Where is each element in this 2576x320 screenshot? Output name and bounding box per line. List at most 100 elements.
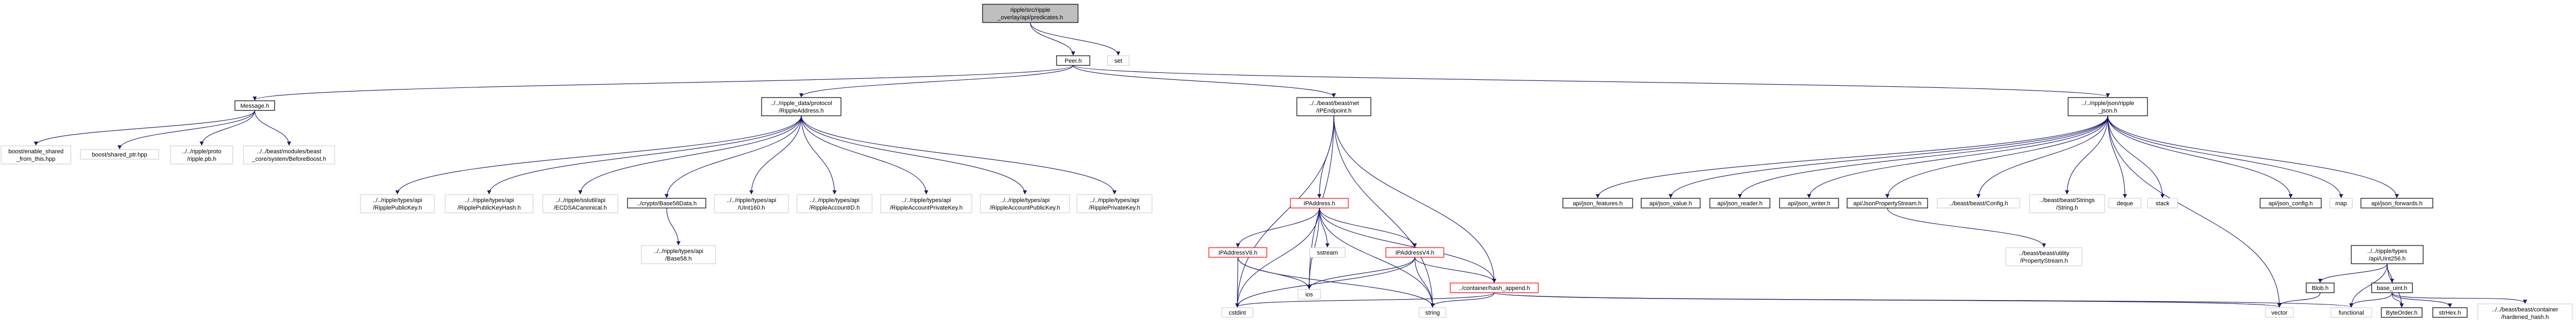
node-label: ../../ripple/types/api: [373, 197, 422, 204]
edge-hash_append-to-functional: [1494, 292, 2353, 308]
edge-ripple_address-to-uint160: [749, 115, 802, 195]
node-ripple-account-id: ../../ripple/types/api/RippleAccountID.h: [796, 194, 873, 213]
node-json-property-stream[interactable]: api/JsonPropertyStream.h: [1847, 198, 1928, 209]
node-box: [2068, 97, 2148, 116]
node-json-forwards[interactable]: api/json_forwards.h: [2360, 198, 2433, 209]
node-label: ../../ripple_data/protocol: [771, 100, 832, 107]
node-label: ../../ripple/types/api: [1090, 197, 1139, 204]
node-box: [234, 100, 275, 111]
node-box: [542, 194, 618, 213]
edge-uint256-to-blob: [2318, 263, 2388, 283]
node-ripple-address[interactable]: ../../ripple_data/protocol/RippleAddress…: [761, 97, 842, 116]
node-label: ../../ripple/types/api: [902, 197, 951, 204]
node-box: [170, 145, 233, 165]
node-ecdsa: ../../ripple/sslutil/api/ECDSACanonical.…: [542, 194, 618, 213]
node-box: [2147, 198, 2178, 209]
node-label: /RipplePublicKey.h: [373, 205, 422, 211]
node-label: map: [2335, 200, 2346, 207]
node-label: /PropertyStream.h: [2020, 258, 2068, 264]
node-label: _from_this.hpp: [16, 156, 56, 162]
node-label: ../../beast/beast/net: [1309, 100, 1359, 107]
node-peer[interactable]: Peer.h: [1056, 55, 1090, 66]
node-ripple-account-private-key: ../../ripple/types/api/RippleAccountPriv…: [880, 194, 972, 213]
edge-json-to-json_property_stream: [1885, 115, 2108, 198]
node-label: set: [1114, 58, 1123, 64]
node-ripple-account-public-key: ../../ripple/types/api/RippleAccountPubl…: [980, 194, 1070, 213]
node-strhex[interactable]: strHex.h: [2432, 307, 2468, 318]
node-box: [1107, 55, 1130, 66]
edge-ip_address-to-ip_address_v6: [1236, 207, 1320, 248]
node-ip-address-v4[interactable]: IPAddressV4.h: [1385, 247, 1444, 258]
node-ip-endpoint[interactable]: ../../beast/beast/net/IPEndpoint.h: [1296, 97, 1371, 116]
node-label: /RippleAccountPrivateKey.h: [890, 205, 963, 211]
node-box: [445, 194, 534, 213]
node-label: ripple/src/ripple: [1010, 7, 1051, 13]
node-box: [1208, 247, 1267, 258]
edge-json-to-json_features: [1596, 115, 2108, 198]
node-label: cstdint: [1229, 310, 1246, 316]
node-base58data[interactable]: ../crypto/Base58Data.h: [627, 198, 706, 209]
edge-ripple_address-to-ecdsa: [578, 115, 802, 195]
edge-uint256-to-base_uint: [2387, 263, 2394, 283]
node-box: [796, 194, 873, 213]
node-label: boost/shared_ptr.hpp: [92, 152, 147, 158]
node-box: [1450, 282, 1539, 293]
edge-json-to-stack: [2107, 115, 2165, 198]
edge-peer-to-ip_endpoint: [1073, 65, 1336, 98]
node-hardened-hash: ../../beast/beast/container/hardened_has…: [2477, 303, 2573, 320]
node-label: /String.h: [2056, 205, 2078, 211]
edge-ip_endpoint-to-hash_append: [1333, 115, 1496, 283]
node-json-reader[interactable]: api/json_reader.h: [1709, 198, 1770, 209]
node-box: [714, 194, 789, 213]
node-blob[interactable]: Blob.h: [2306, 282, 2335, 293]
node-hash-append[interactable]: ../container/hash_append.h: [1450, 282, 1539, 293]
node-label: functional: [2338, 310, 2364, 316]
node-box: [2351, 245, 2424, 264]
node-vector: vector: [2265, 307, 2294, 318]
node-label: sstream: [1317, 250, 1338, 256]
node-label: ../../ripple/types/api: [654, 248, 703, 255]
node-label: _core/system/BeforeBoost.h: [252, 156, 326, 162]
node-ripple-pb: ../../ripple/proto/ripple.pb.h: [170, 145, 233, 165]
node-ripple-public-key: ../../ripple/types/api/RipplePublicKey.h: [360, 194, 435, 213]
node-json-writer[interactable]: api/json_writer.h: [1779, 198, 1839, 209]
edge-base_uint-to-strhex: [2392, 292, 2452, 308]
edge-ip_address-to-string: [1319, 207, 1435, 308]
edge-base_uint-to-byte_order: [2392, 292, 2404, 308]
edge-hash_append-to-cstdint: [1235, 292, 1495, 308]
edge-json-to-json_value: [1669, 115, 2108, 198]
edge-json-to-beast_strings: [2065, 115, 2108, 195]
node-box: [1290, 198, 1349, 209]
node-base-uint[interactable]: base_uint.h: [2371, 282, 2413, 293]
node-ip-address[interactable]: IPAddress.h: [1290, 198, 1349, 209]
node-deque: deque: [2108, 198, 2142, 209]
node-box: [2260, 198, 2322, 209]
node-uint256[interactable]: ../../ripple/types/api/UInt256.h: [2351, 245, 2424, 264]
node-json-value[interactable]: api/json_value.h: [1641, 198, 1701, 209]
edge-ip_address_v4-to-hash_append: [1414, 257, 1496, 283]
node-json-config[interactable]: api/json_config.h: [2260, 198, 2322, 209]
node-box: [1056, 55, 1090, 66]
node-box: [880, 194, 972, 213]
node-box: [2371, 282, 2413, 293]
node-box: [1309, 247, 1346, 258]
node-label: /hardened_hash.h: [2501, 314, 2549, 320]
node-ip-address-v6[interactable]: IPAddressV6.h: [1208, 247, 1267, 258]
node-label: ../../ripple/json/ripple: [2082, 100, 2134, 107]
edge-json-to-json_reader: [1738, 115, 2108, 198]
node-json[interactable]: ../../ripple/json/ripple_json.h: [2068, 97, 2148, 116]
node-functional: functional: [2330, 307, 2372, 318]
node-message[interactable]: Message.h: [234, 100, 275, 111]
node-root[interactable]: ripple/src/ripple_overlay/api/predicates…: [982, 4, 1079, 23]
node-label: base_uint.h: [2377, 285, 2408, 292]
node-property-stream: ../beast/beast/utility/PropertyStream.h: [2005, 247, 2083, 266]
node-label: vector: [2271, 310, 2287, 316]
node-label: ../../beast/beast/container: [2492, 307, 2558, 313]
node-byte-order[interactable]: ByteOrder.h: [2381, 307, 2423, 318]
node-json-features[interactable]: api/json_features.h: [1562, 198, 1633, 209]
edge-json-to-map: [2107, 115, 2343, 198]
node-label: ../../ripple/sslutil/api: [555, 197, 606, 204]
node-box: [1562, 198, 1633, 209]
node-box: [980, 194, 1070, 213]
